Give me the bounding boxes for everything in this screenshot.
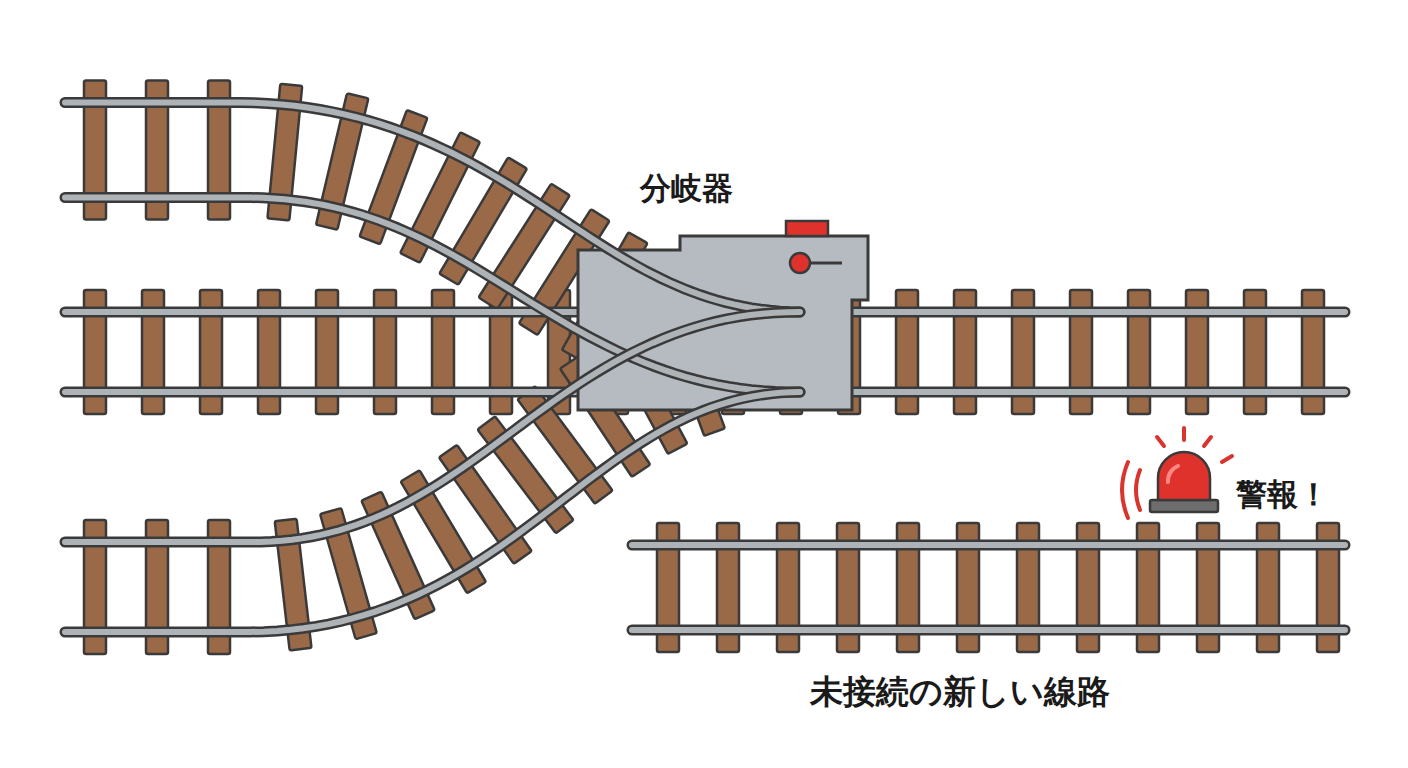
branch-rails bbox=[65, 103, 800, 633]
beacon-base bbox=[1150, 500, 1218, 512]
ties bbox=[84, 81, 1339, 655]
rail bbox=[632, 542, 1345, 548]
rail-outline bbox=[65, 103, 800, 313]
text-label: 分岐器 bbox=[640, 170, 733, 207]
rail bbox=[65, 198, 800, 393]
text-label: 未接続の新しい線路 bbox=[810, 672, 1110, 712]
alarm-wave bbox=[1136, 470, 1140, 510]
text-label: 警報！ bbox=[1236, 476, 1329, 513]
rail bbox=[632, 627, 1345, 633]
rail-outline bbox=[65, 392, 800, 632]
alarm-ray bbox=[1157, 437, 1164, 446]
beacon-shine bbox=[1168, 466, 1178, 482]
alarm-ray bbox=[1222, 456, 1232, 462]
rail-outline bbox=[632, 540, 1345, 551]
beacon-dome bbox=[1158, 452, 1210, 500]
rail-outline bbox=[65, 312, 800, 542]
rail bbox=[65, 103, 800, 313]
alarm-beacon bbox=[1122, 428, 1232, 518]
switch-lamp bbox=[786, 221, 828, 236]
rail-outline bbox=[65, 198, 800, 393]
rail bbox=[65, 392, 800, 632]
alarm-ray bbox=[1204, 437, 1211, 446]
switch-knob bbox=[790, 253, 810, 273]
alarm-ray bbox=[1182, 428, 1186, 440]
rail-outline bbox=[632, 625, 1345, 636]
alarm-wave bbox=[1122, 462, 1128, 518]
rail bbox=[65, 312, 800, 542]
